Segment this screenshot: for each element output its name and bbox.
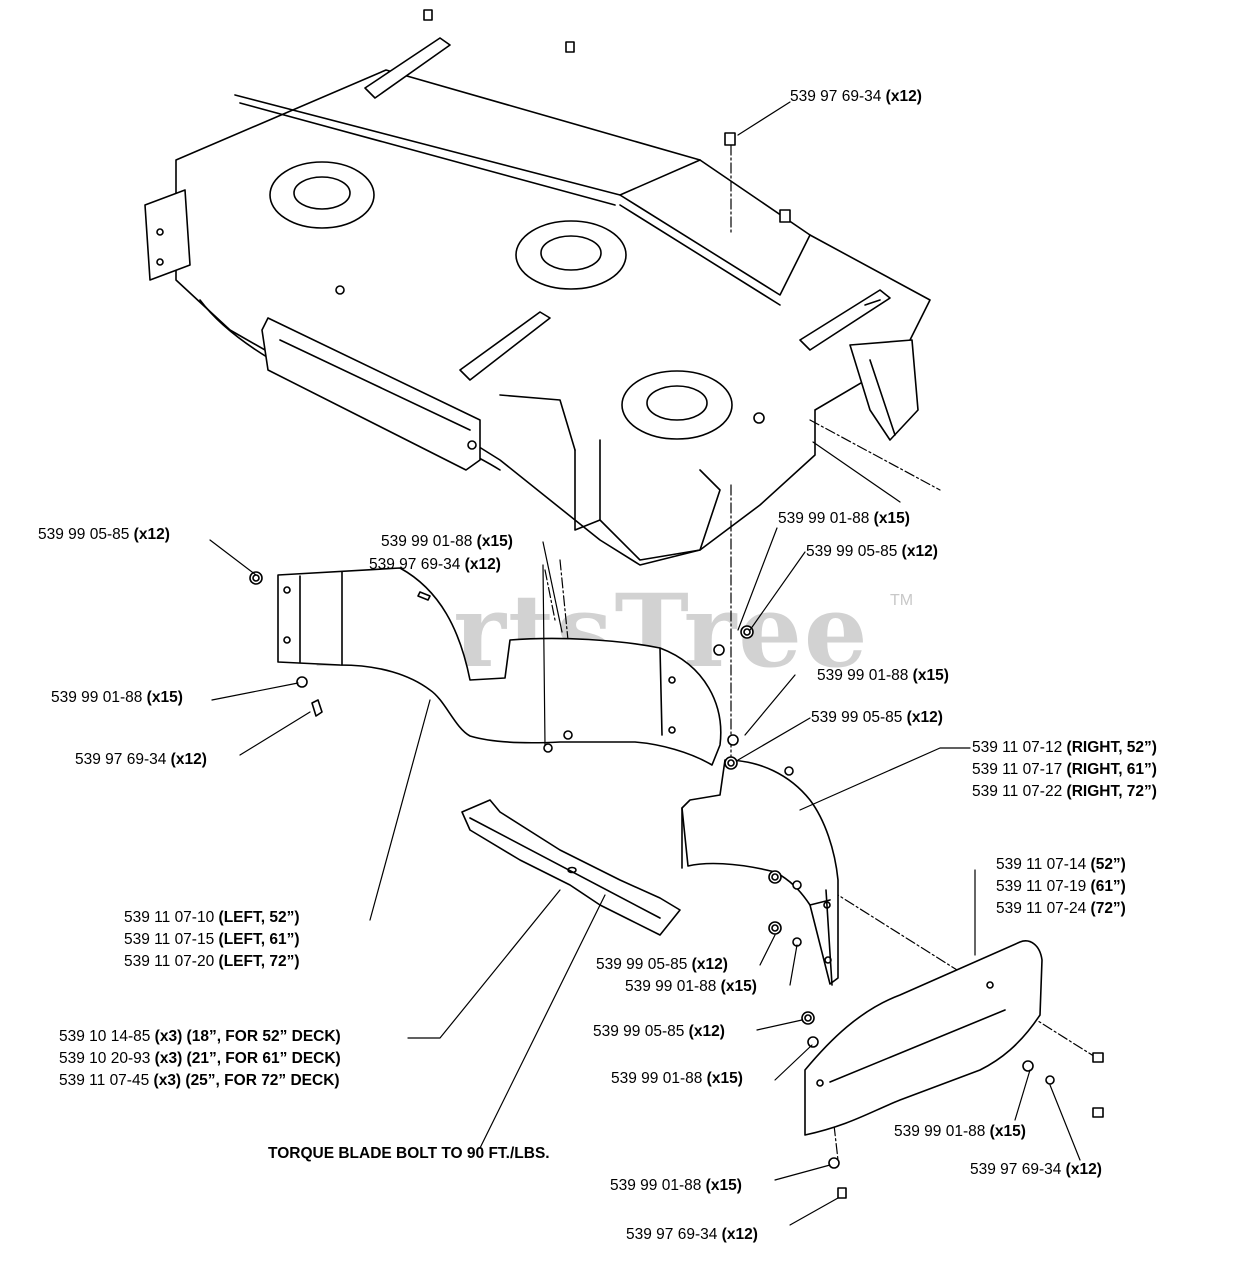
label-deflector-washer: 539 99 01-88 (x15) (611, 1070, 743, 1087)
label-deflector-bolt-right: 539 97 69-34 (x12) (970, 1161, 1102, 1178)
left-baffle (277, 567, 722, 766)
label-left-baffle-72: 539 11 07-20 (LEFT, 72”) (124, 953, 300, 970)
label-left-bolt: 539 97 69-34 (x12) (75, 751, 207, 768)
label-mid-washer: 539 99 01-88 (x15) (817, 667, 949, 684)
torque-note: TORQUE BLADE BOLT TO 90 FT./LBS. (268, 1145, 550, 1162)
right-baffle (681, 759, 839, 986)
watermark-trademark: TM (890, 592, 914, 609)
label-baffle-washer: 539 99 01-88 (x15) (625, 978, 757, 995)
label-left-nut: 539 99 05-85 (x12) (38, 526, 170, 543)
label-deflector-washer-right: 539 99 01-88 (x15) (894, 1123, 1026, 1140)
label-left-baffle-61: 539 11 07-15 (LEFT, 61”) (124, 931, 300, 948)
label-baffle-nut: 539 99 05-85 (x12) (596, 956, 728, 973)
label-blade-25: 539 11 07-45 (x3) (25”, FOR 72” DECK) (59, 1072, 340, 1089)
label-deflector-52: 539 11 07-14 (52”) (996, 856, 1126, 873)
deflector-shield (804, 940, 1043, 1136)
label-bottom-washer: 539 99 01-88 (x15) (610, 1177, 742, 1194)
label-right-baffle-61: 539 11 07-17 (RIGHT, 61”) (972, 761, 1157, 778)
label-left-baffle-52: 539 11 07-10 (LEFT, 52”) (124, 909, 300, 926)
leader-lines (209, 101, 1081, 1226)
label-blade-21: 539 10 20-93 (x3) (21”, FOR 61” DECK) (59, 1050, 341, 1067)
label-deflector-61: 539 11 07-19 (61”) (996, 878, 1126, 895)
label-bottom-bolt: 539 97 69-34 (x12) (626, 1226, 758, 1243)
label-mid-nut: 539 99 05-85 (x12) (811, 709, 943, 726)
label-right-baffle-52: 539 11 07-12 (RIGHT, 52”) (972, 739, 1157, 756)
label-deck-washer: 539 99 01-88 (x15) (778, 510, 910, 527)
label-deck-bolt: 539 97 69-34 (x12) (790, 88, 922, 105)
mower-blade (461, 799, 681, 936)
label-deflector-nut: 539 99 05-85 (x12) (593, 1023, 725, 1040)
label-right-baffle-72: 539 11 07-22 (RIGHT, 72”) (972, 783, 1157, 800)
label-center-bolt: 539 97 69-34 (x12) (369, 556, 501, 573)
label-center-washer: 539 99 01-88 (x15) (381, 533, 513, 550)
label-deflector-72: 539 11 07-24 (72”) (996, 900, 1126, 917)
label-left-washer: 539 99 01-88 (x15) (51, 689, 183, 706)
label-blade-18: 539 10 14-85 (x3) (18”, FOR 52” DECK) (59, 1028, 341, 1045)
label-right-nut: 539 99 05-85 (x12) (806, 543, 938, 560)
mower-deck (144, 9, 931, 566)
